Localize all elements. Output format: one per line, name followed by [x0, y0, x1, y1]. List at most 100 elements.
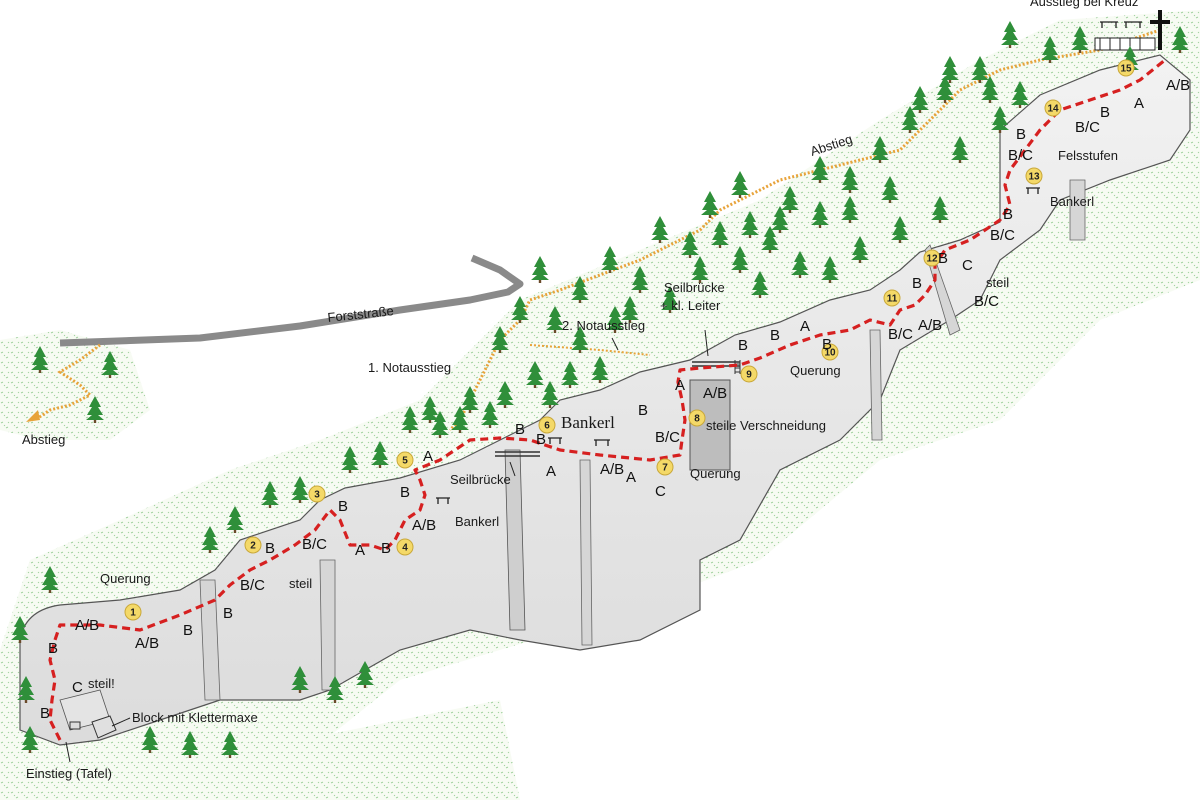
tree-icon [941, 56, 959, 83]
waypoint-marker: 13 [1025, 167, 1043, 185]
difficulty-grade: C [655, 483, 666, 500]
difficulty-grade: B/C [302, 536, 327, 553]
difficulty-grade: A/B [918, 317, 942, 334]
difficulty-grade: B/C [655, 429, 680, 446]
waypoint-number: 3 [314, 490, 320, 501]
waypoint-number: 2 [250, 541, 256, 552]
waypoint-number: 6 [544, 421, 550, 432]
waypoint-number: 10 [824, 348, 836, 359]
labels-layer: Ausstieg bei Kreuz Abstieg Abstieg Forst… [22, 0, 1138, 781]
corner-label: steile Verschneidung [706, 418, 826, 433]
waypoint-marker: 5 [396, 451, 414, 469]
waypoint-marker: 1 [124, 603, 142, 621]
forest-road [59, 254, 524, 347]
waypoint-marker: 10 [821, 343, 839, 361]
descent-label-left: Abstieg [22, 432, 65, 447]
bench-label-big: Bankerl [561, 413, 615, 432]
difficulty-grade: B [638, 402, 648, 419]
difficulty-grade: A/B [1166, 77, 1190, 94]
steep-label-1: steil [289, 576, 312, 591]
difficulty-grade: B/C [974, 293, 999, 310]
difficulty-grade: B [1016, 126, 1026, 143]
difficulty-grade: B/C [1075, 119, 1100, 136]
waypoint-marker: 12 [923, 249, 941, 267]
waypoint-number: 7 [662, 463, 668, 474]
difficulty-grade: A [423, 448, 433, 465]
difficulty-grade: B [338, 498, 348, 515]
tree-icon [731, 171, 749, 198]
tree-icon [1001, 21, 1019, 48]
difficulty-grade: B [40, 705, 50, 722]
difficulty-grade: B/C [990, 227, 1015, 244]
waypoint-marker: 11 [883, 289, 901, 307]
rope-bridge-label: Seilbrücke [450, 472, 511, 487]
forest-road-label: Forststraße [327, 303, 395, 325]
bench-label-2: Bankerl [455, 514, 499, 529]
difficulty-grade: A/B [412, 517, 436, 534]
waypoint-number: 5 [402, 456, 408, 467]
waypoint-marker: 15 [1117, 59, 1135, 77]
signboard-icon [69, 721, 81, 730]
waypoint-number: 15 [1120, 64, 1132, 75]
difficulty-grade: A [800, 318, 810, 335]
steep-label-3: steil! [88, 676, 115, 691]
waypoint-marker: 9 [740, 365, 758, 383]
difficulty-grade: B/C [1008, 147, 1033, 164]
emergency-exit-2-label: 2. Notausstieg [562, 318, 645, 333]
difficulty-grade: B [265, 540, 275, 557]
descent-arrow-icon [26, 410, 40, 422]
block-icon [91, 715, 117, 739]
difficulty-grade: B [938, 250, 948, 267]
difficulty-grade: B [536, 431, 546, 448]
difficulty-grade: C [72, 679, 83, 696]
waypoint-marker: 14 [1044, 99, 1062, 117]
difficulty-grade: A [546, 463, 556, 480]
waypoint-marker: 4 [396, 538, 414, 556]
waypoint-number: 9 [746, 370, 752, 381]
rock-steps-label: Felsstufen [1058, 148, 1118, 163]
emergency-exit-1-label: 1. Notausstieg [368, 360, 451, 375]
waypoint-marker: 6 [538, 416, 556, 434]
difficulty-grade: A [675, 377, 685, 394]
forest-left-patch [0, 330, 150, 440]
difficulty-grade: B [183, 622, 193, 639]
waypoint-number: 13 [1028, 172, 1040, 183]
difficulty-grade: B [1003, 206, 1013, 223]
waypoint-number: 4 [402, 543, 408, 554]
waypoint-marker: 2 [244, 536, 262, 554]
summit-label: Ausstieg bei Kreuz [1030, 0, 1138, 9]
difficulty-grade: B [1100, 104, 1110, 121]
block-label: Block mit Klettermaxe [132, 710, 258, 725]
waypoint-number: 1 [130, 608, 136, 619]
waypoint-number: 12 [926, 254, 938, 265]
waypoint-number: 8 [694, 414, 700, 425]
descent-path [448, 28, 1161, 432]
difficulty-grade: B [223, 605, 233, 622]
rope-bridge-ladder-label-line2: + kl. Leiter [660, 298, 721, 313]
waypoint-marker: 7 [656, 458, 674, 476]
pointer-arrows [65, 329, 709, 763]
difficulty-grade: B [381, 540, 391, 557]
waypoint-marker: 3 [308, 485, 326, 503]
tree-icon [651, 216, 669, 243]
difficulty-grade: C [962, 257, 973, 274]
waypoint-number: 11 [887, 294, 898, 305]
difficulty-grade: A/B [600, 461, 624, 478]
difficulty-grade: A/B [703, 385, 727, 402]
traverse-label-3: Querung [790, 363, 841, 378]
difficulty-grade: B [770, 327, 780, 344]
rope-bridge-ladder-label-line1: Seilbrücke [664, 280, 725, 295]
climbing-route [48, 58, 1166, 741]
difficulty-grade: B [738, 337, 748, 354]
difficulty-grade: B [822, 336, 832, 353]
difficulty-grade: B [400, 484, 410, 501]
difficulty-grade: B [515, 421, 525, 438]
bench-label-1: Bankerl [1050, 194, 1094, 209]
difficulty-grade: A/B [135, 635, 159, 652]
tree-icon [701, 191, 719, 218]
waypoint-number: 14 [1047, 104, 1059, 115]
start-label: Einstieg (Tafel) [26, 766, 112, 781]
